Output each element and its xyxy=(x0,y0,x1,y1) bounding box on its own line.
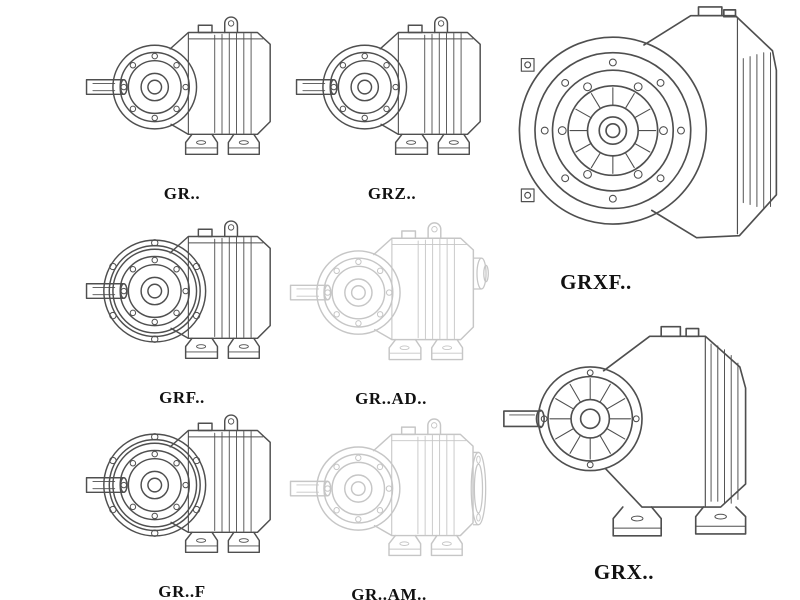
gearbox-drawing-grxf xyxy=(518,6,778,239)
gearbox-drawing-grx xyxy=(503,325,747,537)
gearbox-figure-gram: GR..AM.. xyxy=(286,408,492,600)
gearbox-figure-grad: GR..AD.. xyxy=(286,212,496,409)
gearbox-drawing-gr xyxy=(85,16,271,156)
gearbox-drawing-grf xyxy=(82,210,282,383)
gearbox-figure-grz: GRZ.. xyxy=(292,6,492,204)
gearbox-drawing-gram xyxy=(286,408,492,580)
gearbox-drawing-grad xyxy=(286,212,496,384)
gearbox-label-gr: GR.. xyxy=(163,184,201,203)
gearbox-label-grff: GR..F xyxy=(158,582,206,600)
gearbox-figure-grf: GRF.. xyxy=(82,210,282,408)
gearbox-drawing-grz xyxy=(295,16,481,156)
gearbox-figure-grxf: GRXF.. xyxy=(498,2,790,295)
gearbox-figure-grff: GR..F xyxy=(82,404,282,600)
gearbox-figure-grx: GRX.. xyxy=(498,296,786,585)
gearbox-label-grad: GR..AD.. xyxy=(355,389,427,408)
gearbox-label-grf: GRF.. xyxy=(159,388,205,407)
gearbox-figure-gr: GR.. xyxy=(82,6,282,204)
gearbox-label-gram: GR..AM.. xyxy=(351,585,427,600)
gearbox-label-grz: GRZ.. xyxy=(367,184,417,203)
gearbox-label-grx: GRX.. xyxy=(593,560,655,584)
gearbox-drawing-grff xyxy=(82,404,282,577)
gearbox-label-grxf: GRXF.. xyxy=(560,270,632,294)
